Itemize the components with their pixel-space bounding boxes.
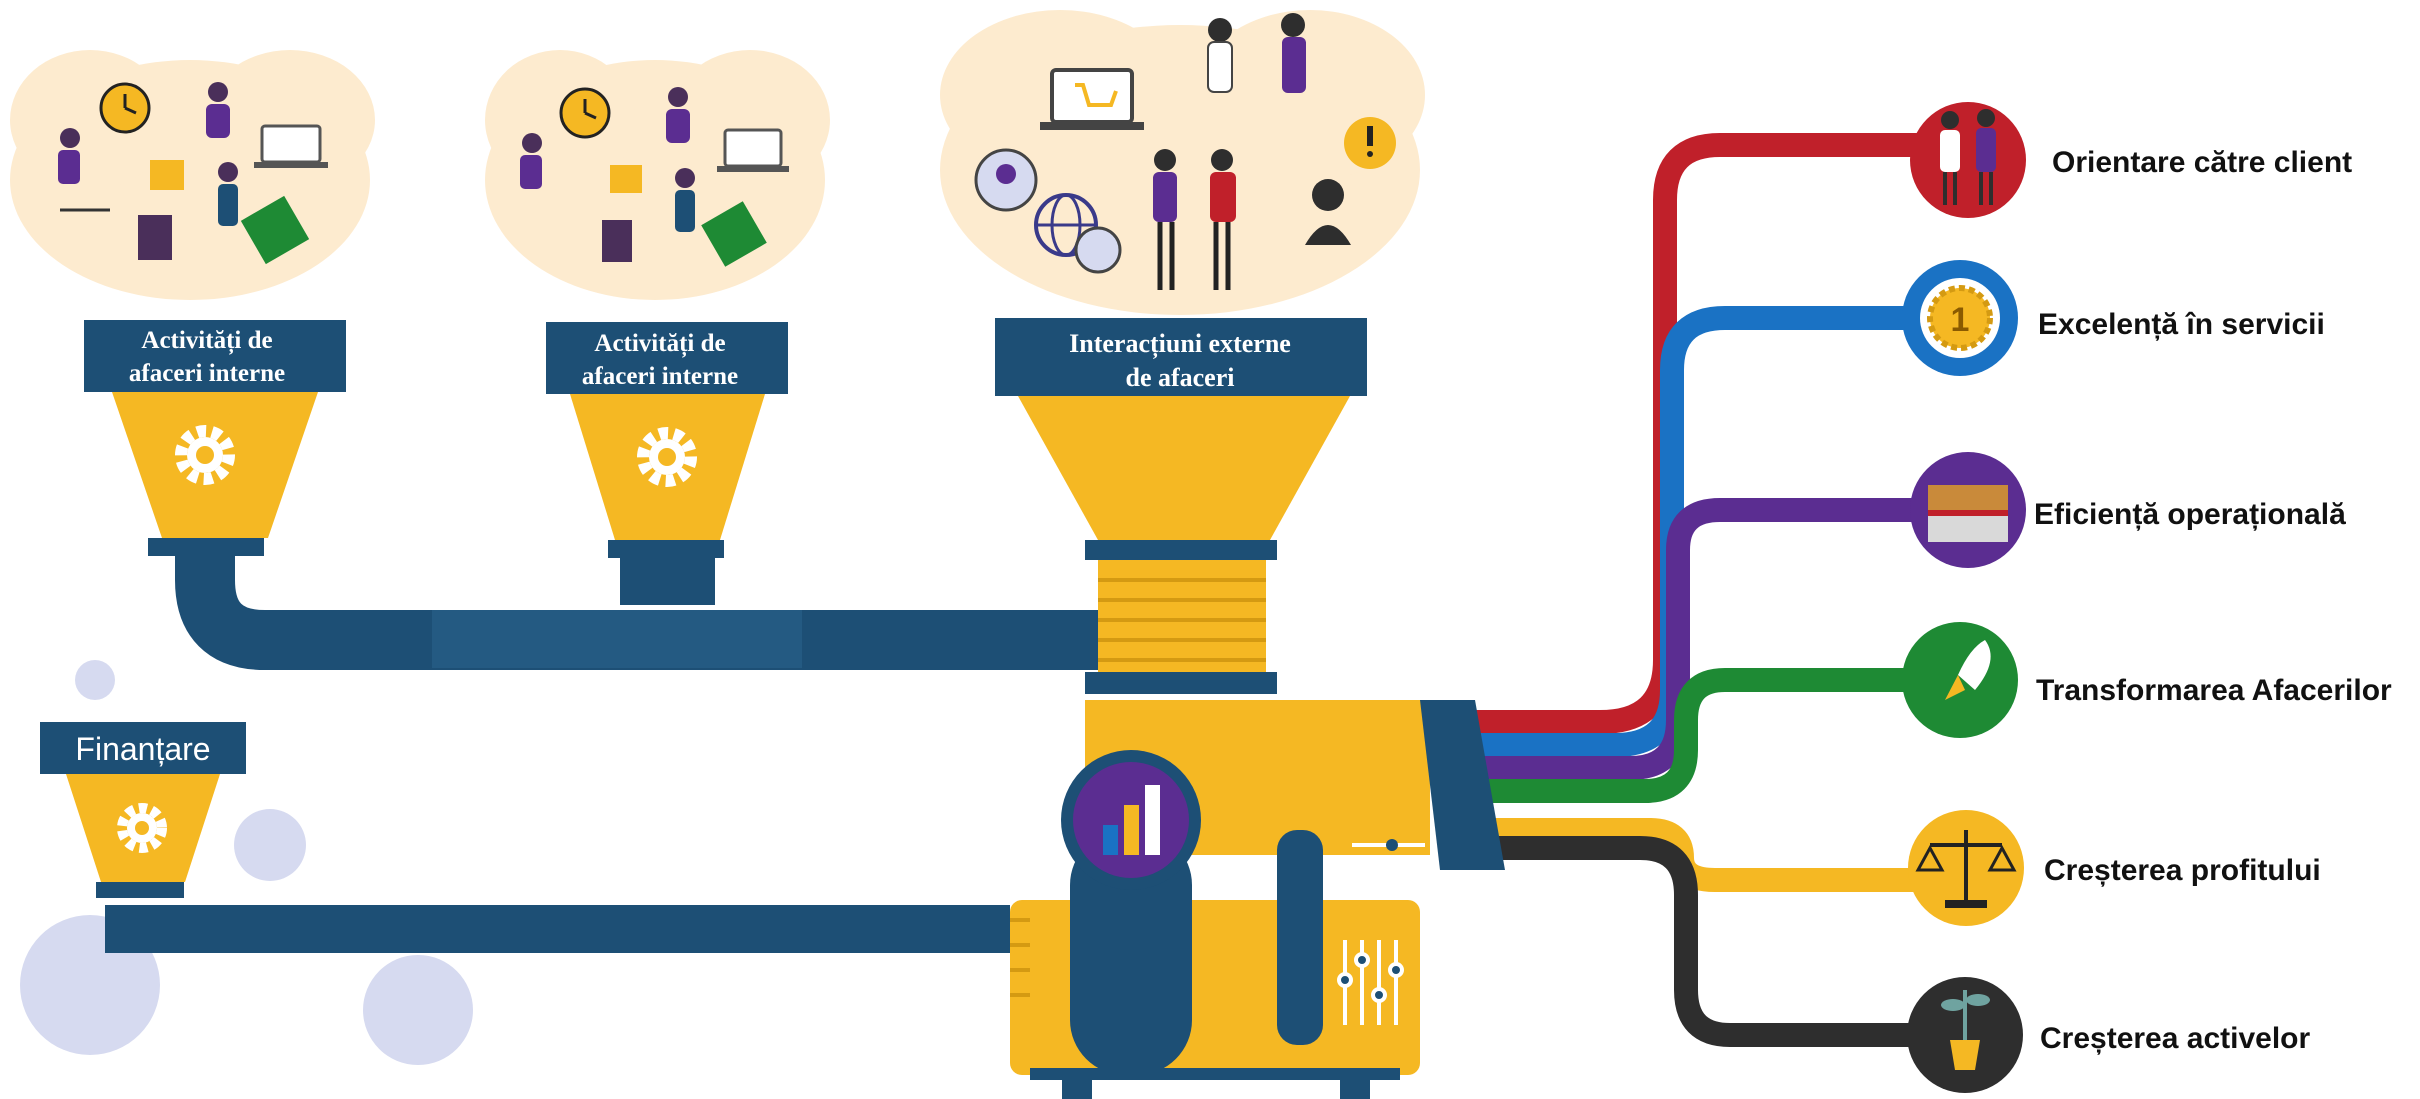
ribbon-asset-growth — [1470, 836, 1960, 1047]
background-decoration — [20, 660, 473, 1065]
scales-icon — [1908, 810, 2024, 926]
outcome-label-asset-growth: Creșterea activelor — [2040, 1022, 2310, 1055]
office-people-icon — [58, 82, 328, 265]
funnel-2-label-line2: afaceri interne — [582, 363, 738, 390]
funnel-2-label-line1: Activități de — [594, 330, 725, 358]
financing-label: Finanțare — [75, 731, 210, 767]
input-pipes — [105, 540, 1100, 953]
medal-icon: 1 — [1902, 260, 2018, 376]
processing-machine — [1010, 700, 1505, 1099]
office-workers-icon — [520, 87, 789, 267]
factory-icon — [1910, 452, 2026, 568]
outcome-label-customer-orientation: Orientare către client — [2052, 146, 2352, 179]
slider-panel-icon — [1337, 940, 1404, 1025]
outcome-label-business-transformation: Transformarea Afacerilor — [2036, 674, 2392, 707]
business-interaction-icon — [974, 13, 1396, 290]
funnel-3-label-line1: Interacțiuni externe — [1069, 329, 1291, 359]
outcome-label-service-excellence: Excelență în servicii — [2038, 308, 2325, 341]
funnel-1-label-line2: afaceri interne — [129, 360, 285, 387]
plant-icon — [1907, 977, 2023, 1093]
outcome-label-operational-efficiency: Eficiență operațională — [2034, 498, 2346, 531]
ribbon-customer-orientation — [1470, 133, 1960, 734]
ribbon-business-transformation — [1470, 668, 1945, 803]
output-ribbons — [1470, 133, 1960, 1047]
gear-icon — [117, 803, 167, 853]
bar-chart-icon — [1061, 750, 1201, 890]
outcome-label-profit-growth: Creșterea profitului — [2044, 854, 2321, 887]
outcome-icons: 1 — [1902, 102, 2026, 1093]
funnel-internal-activities-1 — [84, 320, 346, 556]
funnel-external-interactions — [995, 318, 1367, 694]
funnel-1-label-line1: Activități de — [141, 327, 272, 355]
funnel-financing — [40, 722, 246, 898]
funnel-internal-activities-2 — [546, 322, 788, 558]
rocket-icon — [1902, 622, 2018, 738]
handshake-icon — [1910, 102, 2026, 218]
gear-icon — [175, 425, 235, 485]
svg-text:1: 1 — [1951, 301, 1970, 339]
funnel-3-label-line2: de afaceri — [1125, 363, 1234, 392]
gear-icon — [637, 427, 697, 487]
